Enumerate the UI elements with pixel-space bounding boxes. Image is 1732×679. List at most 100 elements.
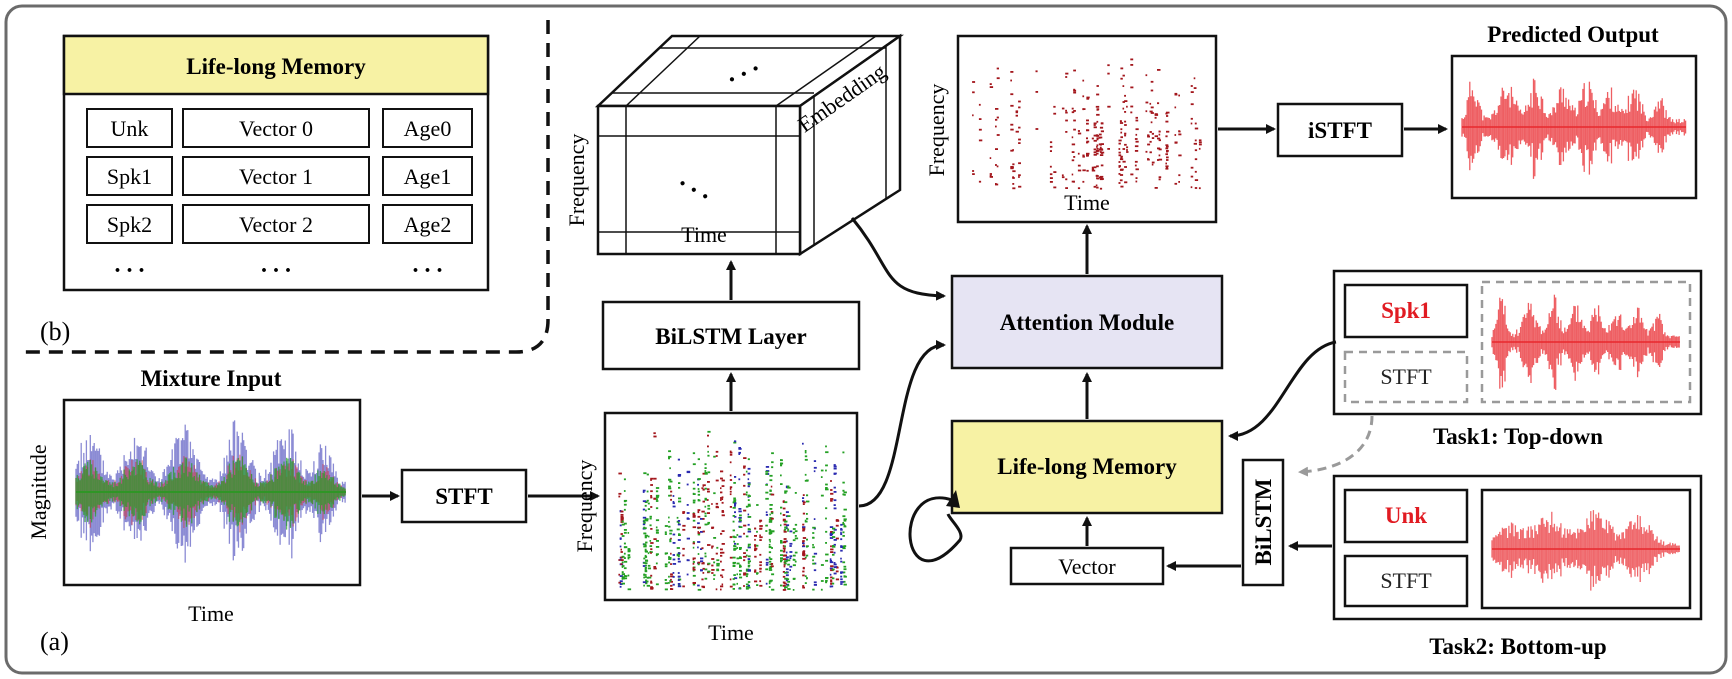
spectrogram-cell [768,521,773,523]
spectrogram-cell [784,545,786,548]
spectrogram-cell [747,545,750,548]
spectrogram-cell [780,462,784,465]
spectrogram-cell [715,455,718,457]
spectrogram-cell [669,540,672,543]
spectrogram-cell [812,555,816,558]
spectrogram-cell [1198,187,1201,190]
spectrogram-cell [670,494,672,497]
spectrogram-cell [732,535,735,538]
spectrogram-cell [1018,162,1021,165]
spectrogram-cell [794,530,798,533]
spectrogram-cell [716,569,720,572]
spectrogram-cell [792,589,795,591]
spectrogram-cell [672,554,675,556]
spectrogram-cell [756,584,759,586]
spectrogram-cell [770,493,775,496]
spectrogram-cell [692,513,695,515]
spectrogram-cell [1100,178,1104,180]
spectrogram-cell [1158,130,1161,133]
spectrogram-cell [716,559,720,562]
spectrogram-cell [1190,122,1193,125]
spectrogram-cell [729,451,733,454]
spectrogram-cell [668,478,670,481]
spectrogram-cell [1174,92,1178,95]
spectrogram-cell [1134,160,1138,163]
spectrogram-cell [829,585,834,588]
spectrogram-cell [1100,122,1104,125]
spectrogram-cell [642,516,647,519]
spectrogram-cell [643,532,646,535]
task1-speaker-block [1343,283,1469,339]
spectrogram-cell [655,526,658,529]
spectrogram-cell [621,523,625,526]
spectrogram-cell [756,530,758,533]
mixture-input-title: Mixture Input [141,366,282,391]
spectrogram-cell [813,584,817,586]
spectrogram-cell [840,531,842,534]
spectrogram-cell [1124,111,1127,113]
spectrogram-cell [972,173,975,175]
spectrogram-cell [618,573,621,576]
spectrogram-cell [677,539,681,541]
spectrogram-cell [692,558,695,561]
spectrogram-cell [833,562,836,564]
spectrogram-cell [787,485,790,488]
spectrogram-cell [1119,158,1124,161]
spectrogram-cell [650,587,654,590]
spectrogram-cell [643,519,646,522]
spectrogram-cell [707,523,710,525]
spectrogram-cell [692,541,695,543]
spectrogram-cell [787,515,791,517]
spectrogram-cell [1154,187,1158,189]
spectrogram-cell [627,556,631,559]
spectrogram-cell [700,548,703,550]
spectrogram-cell [833,507,837,510]
spectrogram-cell [677,474,682,476]
spectrogram-cell [697,483,699,486]
spectrogram-cell [996,77,1000,80]
spectrogram-cell [700,560,704,563]
spectrogram-cell [1077,152,1080,155]
spectrogram-cell [643,545,647,548]
spectrogram-cell [697,588,702,591]
spectrogram-cell [745,470,748,473]
spectrogram-cell [729,493,732,496]
spectrogram-cell [1093,151,1097,154]
spectrogram-cell [843,508,847,511]
spectrogram-cell [820,494,824,497]
spectrogram-cell [704,497,707,500]
spectrogram-cell [1073,128,1076,131]
spectrogram-cell [645,582,648,585]
spectrogram-cell [745,505,749,508]
spectrogram-cell [644,564,647,567]
spectrogram-cell [780,541,783,544]
spectrogram-cell [702,530,705,533]
spectrogram-cell [738,535,742,538]
mixture-xlabel: Time [188,601,234,626]
spectrogram-cell [1194,187,1198,189]
spectrogram-cell [734,511,736,514]
spectrogram-cell [692,574,696,577]
spectrogram-cell [697,531,699,533]
spectrogram-cell [700,531,704,533]
spectrogram-cell [1198,141,1202,144]
spectrogram-cell [729,490,732,493]
spectrogram-cell [621,582,625,585]
spectrogram-cell [813,518,816,520]
spectrogram-cell [733,499,737,501]
spectrogram-cell [618,559,621,561]
spectrogram-cell [784,501,788,504]
spectrogram-cell [842,522,844,524]
spectrogram-cell [623,546,628,548]
memory-cell-id [86,204,173,244]
spectrogram-cell [1098,136,1101,139]
spectrogram-cell [677,523,681,526]
memory-cell-age [382,204,473,244]
spectrogram-cell [677,585,682,588]
spectrogram-cell [743,555,747,558]
memory-cell-id [86,108,173,148]
spectrogram-cell [721,511,725,513]
spectrogram-cell [1126,105,1128,108]
spectrogram-cell [620,563,623,565]
